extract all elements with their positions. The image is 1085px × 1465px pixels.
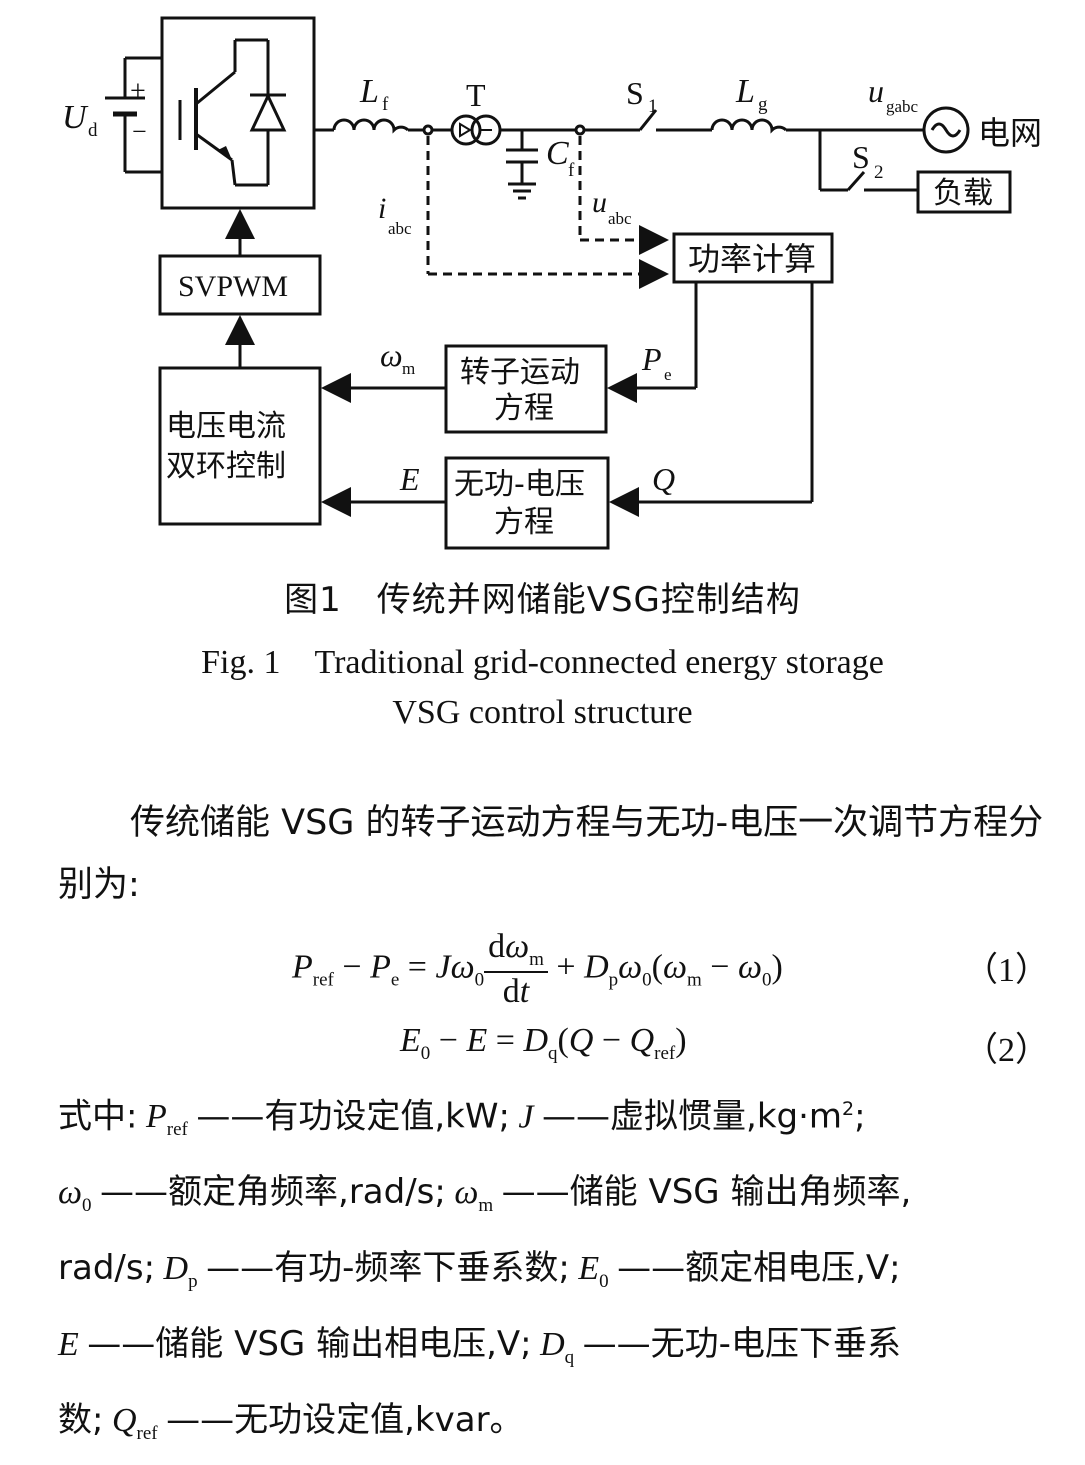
def-prefix: 式中: — [58, 1096, 138, 1137]
def-pref: ——有功设定值,kW; — [196, 1096, 510, 1137]
lf-label: L — [359, 73, 379, 110]
vsg-control-diagram: U d + − — [62, 16, 1042, 550]
lf-sub: f — [382, 94, 389, 115]
figure-caption-cn: 图1 传统并网储能VSG控制结构 — [284, 580, 801, 620]
dual-loop-box — [158, 366, 322, 526]
iabc-label: i — [378, 192, 386, 225]
def-qref: ——无功设定值,kvar。 — [166, 1400, 524, 1441]
iabc-sub: abc — [388, 219, 412, 238]
equation-1-number: （1） — [964, 952, 1049, 989]
dual-loop-l1: 电压电流 — [166, 409, 286, 444]
s2-sub: 2 — [874, 162, 884, 183]
s1-sub: 1 — [648, 96, 658, 117]
main-power-line — [314, 106, 970, 200]
dual-loop-l2: 双环控制 — [166, 449, 286, 484]
def-omegam-unit: rad/s; — [58, 1248, 156, 1289]
cf-sub: f — [568, 160, 575, 181]
control-arrows — [225, 209, 814, 517]
load-box — [916, 170, 1012, 214]
inverter-box — [160, 16, 316, 210]
ugabc-sub: gabc — [886, 97, 919, 116]
def-dp: ——有功-频率下垂系数; — [206, 1248, 570, 1289]
pe-label: P — [641, 341, 662, 377]
svpwm-label: SVPWM — [178, 270, 288, 303]
def-line-2: ω0 ——额定角频率,rad/s; ωm ——储能 VSG 输出角频率, — [58, 1172, 912, 1217]
definitions: 式中: Pref ——有功设定值,kW; J ——虚拟惯量,kg·m2; ω0 … — [58, 1078, 1058, 1465]
igbt-arrow-head — [218, 146, 232, 160]
equation-2-number: （2） — [964, 1032, 1049, 1069]
minus-sign: − — [132, 117, 147, 146]
rotor-label-l1: 转子运动 — [460, 355, 580, 390]
rotor-label-l2: 方程 — [494, 391, 554, 426]
body-paragraph: 传统储能 VSG 的转子运动方程与无功-电压一次调节方程分别为: — [58, 803, 1044, 905]
lg-sub: g — [758, 94, 768, 115]
transformer-label: T — [466, 77, 486, 113]
s1-label: S — [626, 75, 644, 111]
omega-m-sub: m — [402, 359, 415, 378]
grid-label: 电网 — [978, 114, 1042, 152]
def-e: ——储能 VSG 输出相电压,V; — [87, 1324, 532, 1365]
equation-2: E0 − E = Dq(Q − Qref) — [400, 1022, 687, 1064]
def-line-5: 数; Qref ——无功设定值,kvar。 — [58, 1400, 524, 1445]
pe-sub: e — [664, 365, 672, 384]
dc-source — [105, 56, 162, 174]
uabc-label: u — [592, 186, 607, 219]
plus-sign: + — [130, 76, 146, 107]
figure-caption-en-line1: Fig. 1 Traditional grid-connected energy… — [201, 644, 884, 681]
lg-label: L — [735, 73, 755, 110]
q-label: Q — [652, 461, 675, 497]
def-line-1: 式中: Pref ——有功设定值,kW; J ——虚拟惯量,kg·m2; — [58, 1096, 866, 1141]
power-calc-box — [672, 232, 834, 284]
def-dq-cont: 数; — [58, 1400, 104, 1441]
def-j: ——虚拟惯量,kg·m — [542, 1096, 843, 1137]
e-label: E — [399, 461, 420, 497]
def-omega0: ——额定角频率,rad/s; — [100, 1172, 446, 1213]
power-calc-label: 功率计算 — [688, 240, 816, 278]
def-j-end: ; — [854, 1096, 866, 1137]
figure-caption-en-line2: VSG control structure — [392, 694, 693, 731]
ud-sub: d — [88, 120, 98, 141]
uabc-sub: abc — [608, 209, 632, 228]
def-dq: ——无功-电压下垂系 — [582, 1324, 901, 1365]
load-label: 负载 — [933, 176, 993, 211]
transformer-symbols — [459, 122, 492, 138]
def-e0: ——额定相电压,V; — [617, 1248, 901, 1289]
reactive-label-l1: 无功-电压 — [454, 467, 585, 502]
cf-label: C — [546, 135, 569, 172]
ud-label: U — [62, 99, 89, 136]
def-line-4: E ——储能 VSG 输出相电压,V; Dq ——无功-电压下垂系 — [58, 1324, 901, 1369]
s2-label: S — [852, 139, 870, 175]
def-omegam: ——储能 VSG 输出角频率, — [501, 1172, 912, 1213]
ugabc-label: u — [868, 73, 884, 109]
measurement-lines — [426, 136, 669, 289]
reactive-label-l2: 方程 — [494, 505, 554, 540]
def-line-3: rad/s; Dp ——有功-频率下垂系数; E0 ——额定相电压,V; — [58, 1248, 901, 1293]
omega-m-label: ω — [380, 337, 403, 373]
